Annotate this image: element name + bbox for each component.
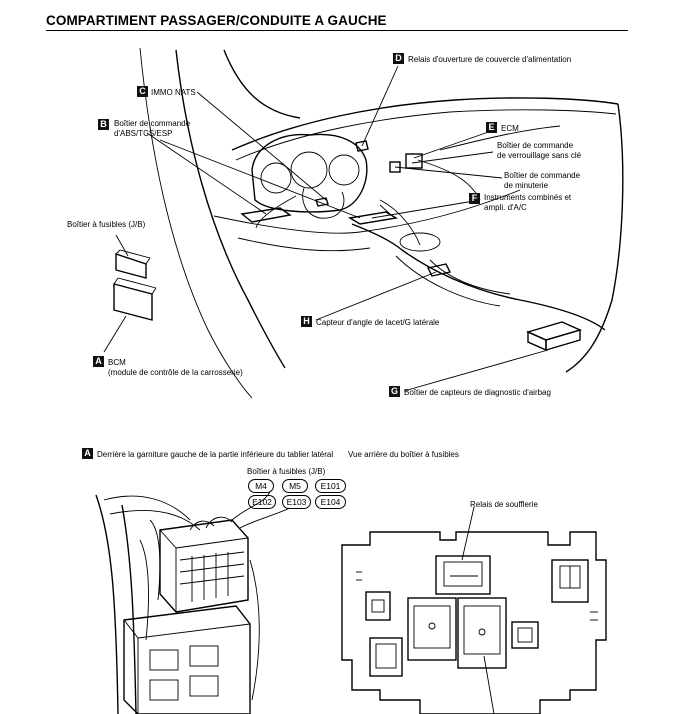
label-e-text: ECM [501,124,519,133]
label-d-text: Relais d'ouverture de couvercle d'alimen… [408,55,572,64]
connector-e103: E103 [282,495,311,509]
label-g-badge: G [389,386,400,397]
detail-a-badge: A [82,448,93,459]
label-a-badge: A [93,356,104,367]
label-jb-text: Boîtier à fusibles (J/B) [67,220,146,229]
label-c-text: IMMO NATS [151,88,196,97]
connector-m5: M5 [282,479,308,493]
label-f-line1: Instruments combinés et [484,193,572,202]
label-g-text: Boîtier de capteurs de diagnostic d'airb… [404,388,551,397]
connector-e104: E104 [315,495,346,509]
label-f-line2: ampli. d'A/C [484,203,527,212]
page-title: COMPARTIMENT PASSAGER/CONDUITE A GAUCHE [46,13,387,28]
detail-caption: Derrière la garniture gauche de la parti… [97,450,334,459]
label-h-text: Capteur d'angle de lacet/G latérale [316,318,440,327]
label-e2-line2: de verrouillage sans clé [497,151,582,160]
rear-view-caption: Vue arrière du boîtier à fusibles [348,450,459,459]
title-rule [46,30,628,31]
label-b-line2: d'ABS/TCS/ESP [114,129,173,138]
label-h-badge: H [301,316,312,327]
label-d-badge: D [393,53,404,64]
relay-label: Relais de soufflerie [470,500,538,509]
label-e3-line1: Boîtier de commande [504,171,581,180]
label-a-line2: (module de contrôle de la carrosserie) [108,368,243,377]
label-b-line1: Boîtier de commande [114,119,191,128]
label-e-badge: E [486,122,497,133]
label-a-line1: BCM [108,358,126,367]
connector-m4: M4 [248,479,274,493]
jb-detail-label: Boîtier à fusibles (J/B) [247,467,326,476]
label-f-badge: F [469,193,480,204]
label-e2-line1: Boîtier de commande [497,141,574,150]
connector-e101: E101 [315,479,346,493]
label-b-badge: B [98,119,109,130]
label-c-badge: C [137,86,148,97]
label-e3-line2: de minuterie [504,181,549,190]
